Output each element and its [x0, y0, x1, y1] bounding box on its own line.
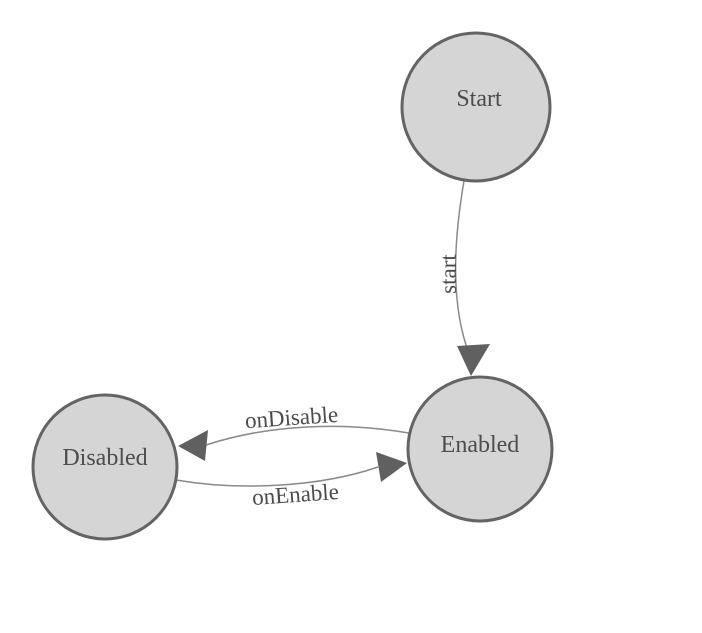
state-circle-start[interactable] — [400, 31, 552, 183]
state-node-start[interactable]: Start — [400, 31, 552, 183]
edge-line-ondisable[interactable] — [205, 425, 410, 446]
edge-line-start[interactable] — [454, 180, 470, 355]
arrowhead-left-icon — [178, 430, 208, 461]
state-circle-enabled[interactable] — [406, 375, 554, 523]
state-node-enabled[interactable]: Enabled — [406, 375, 554, 523]
state-circle-disabled[interactable] — [31, 393, 179, 541]
edge-label-onenable: onEnable — [251, 479, 339, 510]
arrowhead-down-icon — [457, 344, 490, 376]
edge-label-start: start — [436, 254, 461, 294]
node-label-disabled: Disabled — [62, 445, 147, 471]
node-label-start: Start — [456, 86, 502, 112]
arrowhead-right-icon — [376, 452, 407, 482]
edge-label-ondisable: onDisable — [244, 402, 339, 433]
edge-start-to-enabled: start — [436, 180, 490, 376]
node-label-enabled: Enabled — [441, 432, 520, 458]
edge-enabled-to-disabled: onDisable — [178, 402, 410, 461]
edge-disabled-to-enabled: onEnable — [175, 452, 407, 510]
edge-line-onenable[interactable] — [175, 466, 379, 487]
state-node-disabled[interactable]: Disabled — [31, 393, 179, 541]
